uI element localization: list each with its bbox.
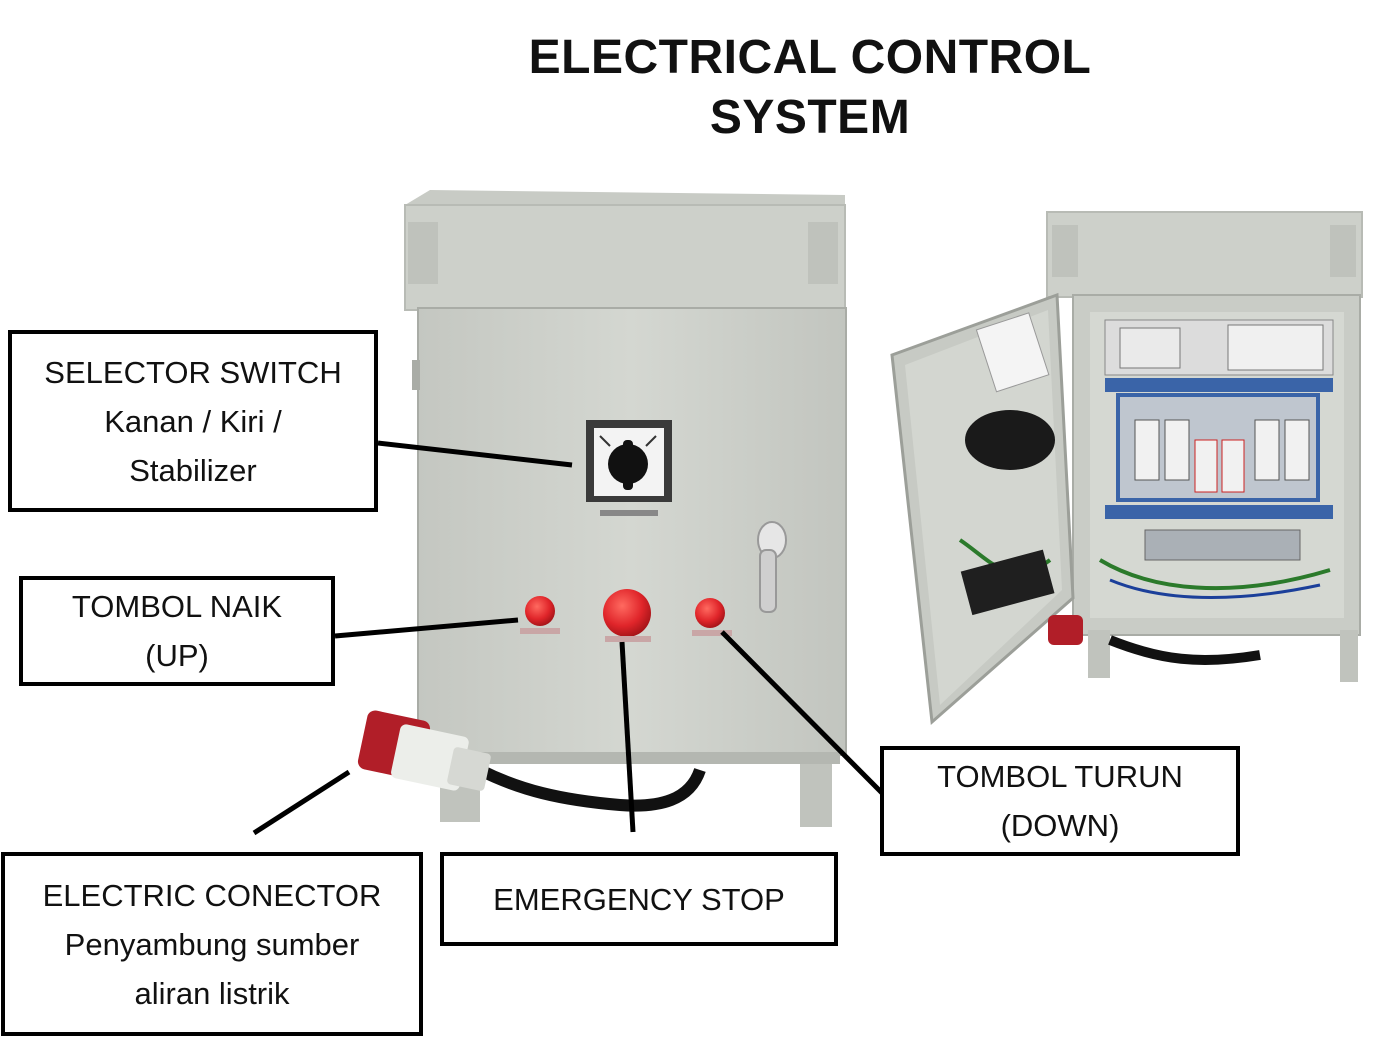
page-title: ELECTRICAL CONTROL SYSTEM [470, 28, 1150, 148]
up-button [525, 596, 555, 626]
open-hood-bracket-right [1330, 225, 1356, 277]
leader-emergency [619, 641, 636, 833]
emergency-label-line-1: EMERGENCY STOP [493, 881, 785, 917]
wiring-diagram-sheet [975, 312, 1050, 393]
electric-connector-plug [357, 710, 491, 791]
leader-lines [252, 440, 884, 836]
hinge-top [412, 360, 420, 390]
leader-selector [377, 440, 573, 468]
open-cabinet-hood [1046, 211, 1363, 298]
leader-connector [252, 769, 351, 836]
leader-down [720, 630, 884, 795]
closed-cabinet [357, 190, 847, 827]
connector-label-line-3: aliran listrik [134, 975, 290, 1011]
title-line-1: ELECTRICAL CONTROL [528, 31, 1092, 84]
label-electric-connector: ELECTRIC CONECTOR Penyambung sumber alir… [1, 852, 423, 1036]
selector-label-line-1: SELECTOR SWITCH [44, 354, 342, 390]
leader-up [334, 617, 519, 639]
power-cable [477, 764, 706, 812]
down-button-plate [692, 630, 732, 636]
open-leg-right [1340, 630, 1358, 682]
label-selector-switch: SELECTOR SWITCH Kanan / Kiri / Stabilize… [8, 330, 378, 512]
cabinet-leg-right [800, 752, 832, 827]
terminal-block [1144, 529, 1301, 561]
door-switch-back [965, 410, 1055, 470]
turun-label-line-2: (DOWN) [1000, 808, 1120, 843]
title-line-2: SYSTEM [709, 91, 911, 144]
selector-label-line-2: Kanan / Kiri / [104, 403, 282, 439]
open-cable [1108, 635, 1261, 665]
cabinet-hood-front [404, 204, 846, 311]
din-rail-bottom [1105, 505, 1333, 519]
emergency-plate [605, 636, 651, 642]
din-rail-top [1105, 378, 1333, 392]
door-inner-panel [905, 310, 1062, 705]
connector-label-line-2: Penyambung sumber [64, 926, 360, 962]
label-tombol-naik: TOMBOL NAIK (UP) [19, 576, 335, 686]
door-button-backs [960, 549, 1055, 616]
selector-switch [586, 420, 672, 516]
naik-label-line-2: (UP) [145, 638, 209, 673]
naik-label-line-1: TOMBOL NAIK [71, 589, 283, 624]
open-leg-left [1088, 630, 1110, 678]
hood-bracket-left [408, 222, 438, 284]
up-button-plate [520, 628, 560, 634]
open-hood-bracket-left [1052, 225, 1078, 277]
cabinet-base [430, 752, 840, 764]
emergency-stop-button [603, 589, 651, 637]
down-button [695, 598, 725, 628]
open-plug [1048, 615, 1083, 645]
open-cabinet [890, 211, 1363, 726]
hood-bracket-right [808, 222, 838, 284]
label-tombol-turun: TOMBOL TURUN (DOWN) [880, 746, 1240, 856]
turun-label-line-1: TOMBOL TURUN [937, 759, 1183, 794]
connector-label-line-1: ELECTRIC CONECTOR [42, 877, 382, 913]
door-handle [757, 521, 787, 613]
label-emergency-stop: EMERGENCY STOP [440, 852, 838, 946]
selector-label-line-3: Stabilizer [129, 452, 257, 488]
